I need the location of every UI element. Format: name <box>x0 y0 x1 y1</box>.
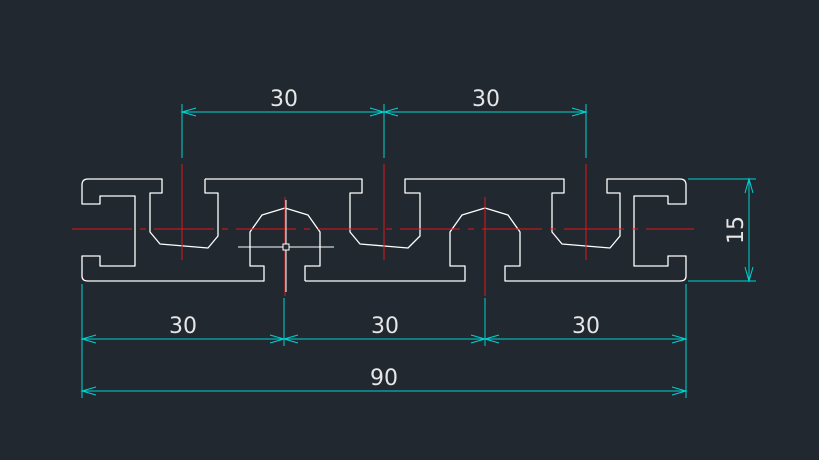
dimension-arrows <box>80 107 754 396</box>
dimension-bottom-1: 30 <box>169 314 197 339</box>
dimension-overall: 90 <box>370 366 398 391</box>
dimension-height: 15 <box>724 216 749 244</box>
dimension-bottom-2: 30 <box>371 314 399 339</box>
crosshair-cursor-icon <box>238 200 334 292</box>
profile-left-end <box>81 178 321 282</box>
center-lines <box>72 164 694 296</box>
dimension-lines <box>81 104 756 398</box>
profile-top-middle <box>205 178 687 282</box>
dimension-top-right: 30 <box>472 87 500 112</box>
dimension-top-left: 30 <box>270 87 298 112</box>
dimension-bottom-3: 30 <box>572 314 600 339</box>
